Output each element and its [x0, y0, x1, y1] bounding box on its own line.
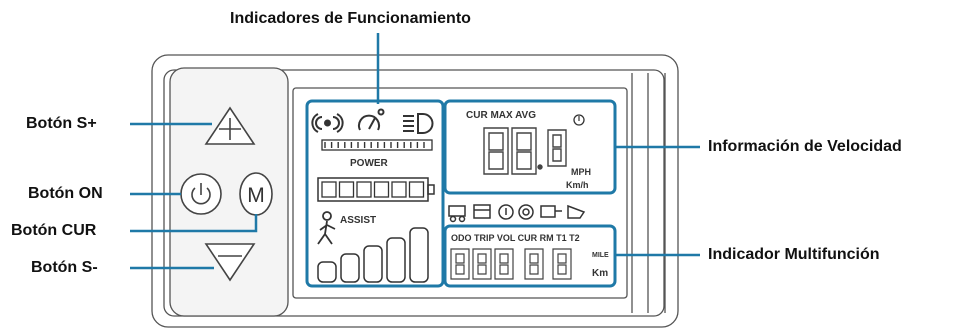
info-circle-icon [498, 204, 514, 220]
display-device [151, 54, 679, 328]
speed-digits [483, 127, 567, 175]
cruise-icon [567, 204, 586, 219]
sminus-callout-label: Botón S- [31, 259, 98, 276]
indicators-callout-label: Indicadores de Funcionamiento [230, 10, 471, 27]
throttle-fault-icon [540, 205, 562, 218]
walking-person-icon [317, 211, 336, 245]
speed-unit-mph: MPH [571, 167, 591, 177]
power-label: POWER [350, 158, 389, 169]
headlight-icon [403, 113, 434, 134]
multi-unit-mile: MILE [592, 252, 609, 259]
multifunction-panel: ODO TRIP VOL CUR RM T1 T2 MILE Km [443, 224, 617, 288]
multifunction-mode-labels: ODO TRIP VOL CUR RM T1 T2 [451, 233, 580, 243]
splus-button[interactable] [204, 106, 256, 145]
power-level-bar [321, 139, 433, 151]
operation-indicators-panel: POWER ASSIST [305, 99, 445, 288]
speed-info-callout-label: Información de Velocidad [708, 138, 902, 155]
bluetooth-signal-icon [311, 113, 344, 133]
speed-mode-labels: CUR MAX AVG [466, 110, 536, 121]
brake-icon [518, 204, 534, 220]
multifunction-callout-label: Indicador Multifunción [708, 246, 880, 263]
power-button[interactable] [180, 173, 222, 215]
multifunction-digits [450, 248, 572, 280]
callout-lines [130, 33, 700, 270]
power-icon [191, 187, 211, 205]
splus-callout-label: Botón S+ [26, 115, 97, 132]
warning-icons-row [448, 204, 586, 223]
on-callout-label: Botón ON [28, 185, 103, 202]
plus-icon [219, 118, 241, 140]
mode-button[interactable]: M [239, 172, 273, 216]
cur-callout-label: Botón CUR [11, 222, 97, 239]
mode-button-label: M [247, 184, 265, 207]
cur-callout-line [130, 214, 258, 233]
speed-info-panel: CUR MAX AVG MPH Km/h [443, 99, 617, 195]
speed-unit-kmh: Km/h [566, 180, 589, 190]
battery-icon [317, 177, 435, 202]
sminus-button[interactable] [204, 243, 256, 282]
multi-unit-km: Km [592, 268, 608, 279]
timer-icon [573, 114, 585, 126]
assist-label: ASSIST [340, 215, 376, 226]
assist-level-bars [317, 227, 429, 283]
controller-fault-icon [473, 204, 491, 219]
motor-fault-icon [448, 205, 466, 223]
button-panel [169, 67, 289, 317]
speedometer-icon [358, 108, 385, 131]
